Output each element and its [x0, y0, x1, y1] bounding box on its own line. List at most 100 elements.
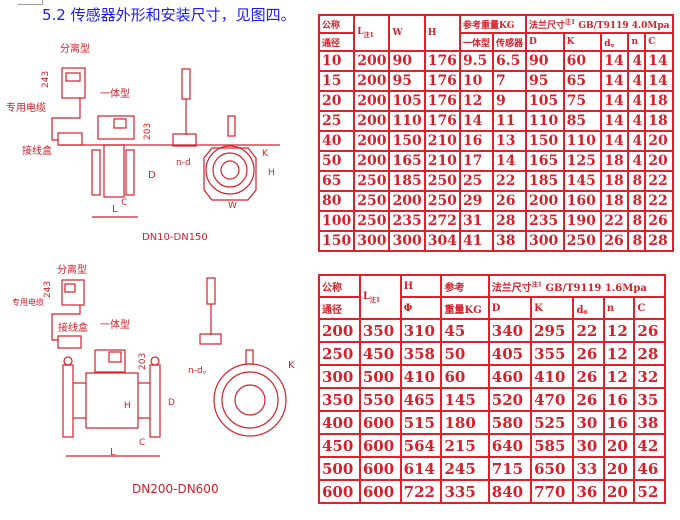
table-cell: 22	[491, 170, 527, 192]
table-cell: 75	[562, 90, 603, 112]
table-cell: 12	[458, 90, 494, 112]
dim-203: 203	[143, 123, 153, 140]
table-cell: 95	[524, 70, 565, 92]
table-cell: 150	[317, 230, 356, 252]
table-cell: 165	[524, 150, 565, 172]
table-cell: 110	[388, 110, 426, 132]
label-L: L	[110, 447, 116, 458]
table-cell: 150	[524, 130, 565, 152]
table-cell: 200	[353, 90, 391, 112]
table-cell: 250	[353, 190, 391, 212]
section-heading: 5.2 传感器外形和安装尺寸，见图四。	[42, 6, 296, 24]
table-cell: 22	[572, 318, 605, 343]
header-nominal-diameter-2: 通径	[318, 296, 361, 320]
table-cell: 110	[562, 130, 603, 152]
header-flange-text: 法兰尺寸	[528, 21, 565, 31]
table-cell: 30	[572, 433, 605, 458]
table-cell: 38	[633, 410, 666, 435]
table-cell: 20	[317, 90, 356, 112]
table-cell: 200	[388, 190, 426, 212]
header-sensor: 传感器	[491, 32, 527, 52]
header-flange-note: 注1	[564, 19, 576, 26]
table-cell: 4	[627, 130, 647, 152]
table-cell: 50	[440, 341, 490, 366]
table-cell: 350	[318, 387, 361, 412]
table-cell: 20	[644, 150, 674, 172]
table-cell: 770	[530, 479, 575, 504]
table-cell: 31	[458, 210, 494, 232]
table-cell: 32	[633, 364, 666, 389]
table-cell: 210	[423, 130, 461, 152]
table-cell: 410	[530, 364, 575, 389]
table-cell: 250	[562, 230, 603, 252]
label-junction-box: 接线盒	[58, 321, 88, 334]
table-cell: 85	[562, 110, 603, 132]
header-n: n	[627, 32, 647, 52]
table-cell: 250	[423, 190, 461, 212]
table-cell: 28	[644, 230, 674, 252]
table-cell: 36	[572, 479, 605, 504]
table-cell: 550	[358, 387, 402, 412]
table-cell: 500	[318, 456, 361, 481]
table-cell: 500	[358, 364, 402, 389]
table-cell: 60	[440, 364, 490, 389]
table-cell: 304	[423, 230, 461, 252]
header-flange-text: 法兰尺寸	[491, 282, 532, 294]
table-cell: 200	[353, 150, 391, 172]
table-cell: 520	[487, 387, 533, 412]
table-cell: 14	[600, 130, 630, 152]
table-cell: 450	[358, 341, 402, 366]
table-cell: 8	[627, 190, 647, 212]
table-cell: 200	[353, 70, 391, 92]
table-cell: 600	[318, 479, 361, 504]
table-cell: 300	[524, 230, 565, 252]
drawing-dn200-dn600: 分离型 243 专用电缆 接线盒 一体型 203 D L C n-d。 K H …	[12, 263, 295, 496]
table-cell: 8	[627, 230, 647, 252]
header-L-note: 注1	[369, 296, 381, 304]
table-cell: 22	[644, 190, 674, 212]
table-cell: 145	[440, 387, 490, 412]
table-cell: 52	[633, 479, 666, 504]
table-cell: 10	[458, 70, 494, 92]
table-cell: 210	[423, 150, 461, 172]
table-cell: 185	[388, 170, 426, 192]
table-cell: 145	[562, 170, 603, 192]
label-H: H	[124, 401, 131, 411]
label-W: W	[228, 201, 237, 211]
table-cell: 28	[491, 210, 527, 232]
table-cell: 564	[399, 433, 443, 458]
table-cell: 470	[530, 387, 575, 412]
table-cell: 26	[491, 190, 527, 212]
table-cell: 26	[572, 341, 605, 366]
separate-transmitter	[61, 67, 86, 99]
table-cell: 585	[530, 433, 575, 458]
header-integrated: 一体型	[458, 32, 494, 52]
table-cell: 4	[627, 70, 647, 92]
table-cell: 8	[627, 210, 647, 232]
table-cell: 515	[399, 410, 443, 435]
table-cell: 14	[600, 70, 630, 92]
table-cell: 9.5	[458, 50, 494, 72]
table-cell: 90	[524, 50, 565, 72]
table-cell: 18	[600, 170, 630, 192]
label-K: K	[288, 360, 295, 371]
table-cell: 20	[602, 433, 636, 458]
table-cell: 4	[627, 90, 647, 112]
table-cell: 22	[600, 210, 630, 232]
header-flange-standard: GB/T9119 4.0Mpa	[578, 21, 670, 31]
caption-dn10-dn150: DN10-DN150	[142, 232, 208, 243]
table-cell: 20	[644, 130, 674, 152]
table-cell: 45	[440, 318, 490, 343]
header-flange: 法兰尺寸注1 GB/T9119 4.0Mpa	[524, 14, 674, 34]
table-cell: 400	[318, 410, 361, 435]
table-cell: 16	[458, 130, 494, 152]
